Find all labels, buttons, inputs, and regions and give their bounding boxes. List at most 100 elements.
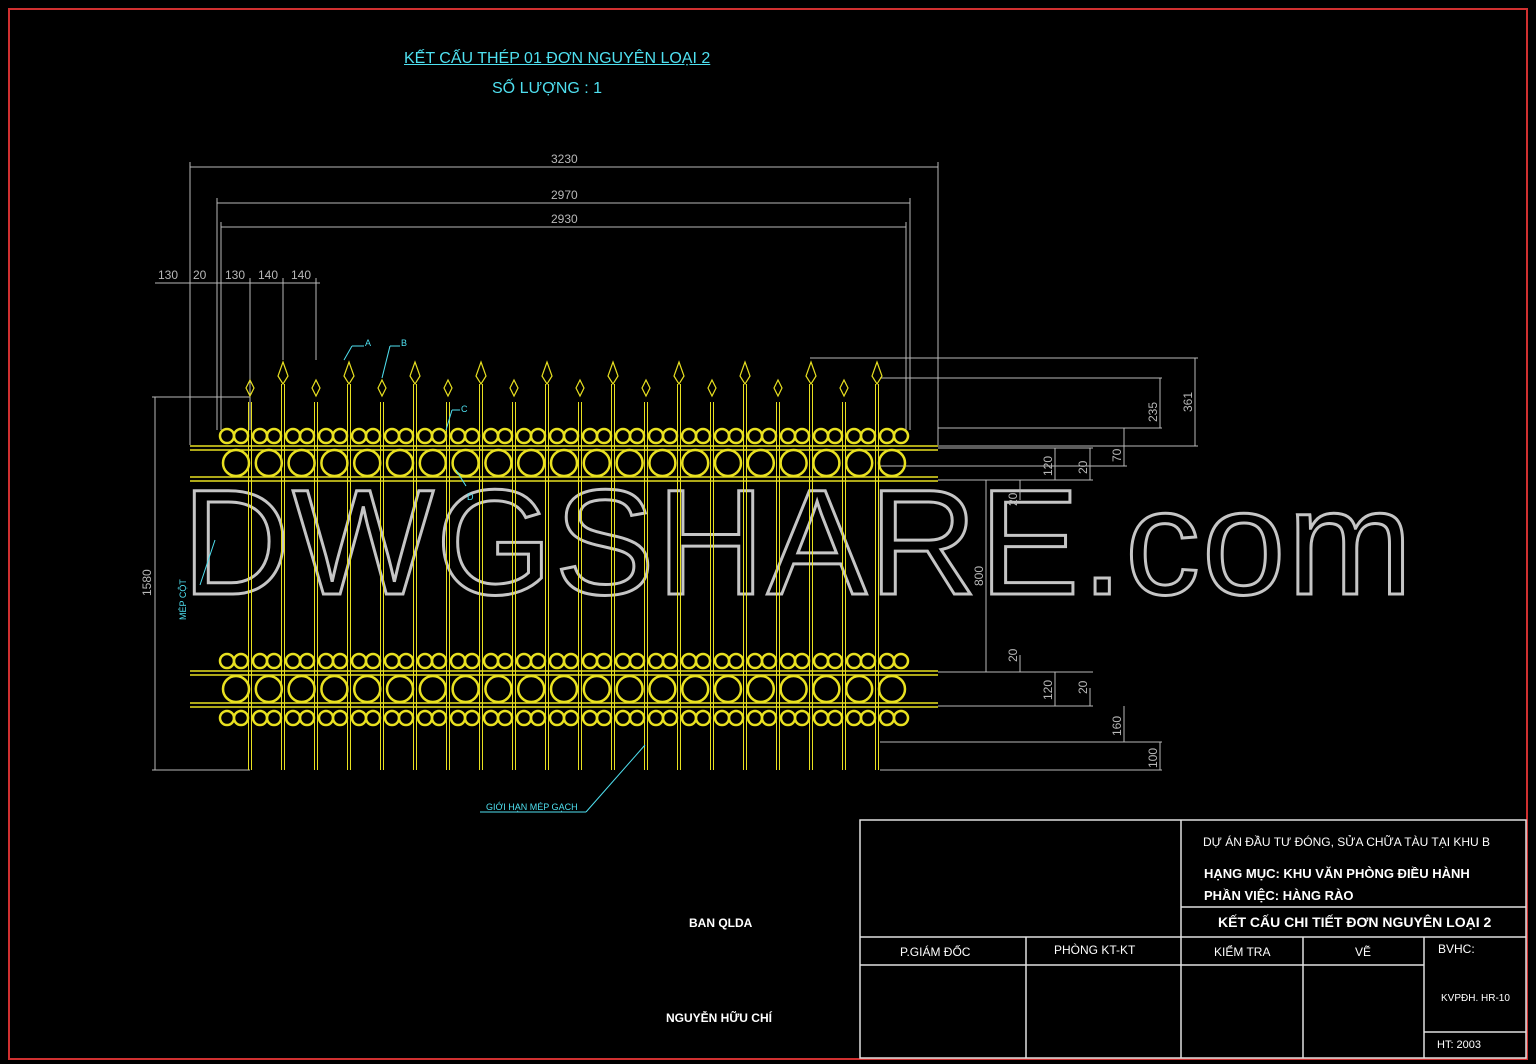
spear-finial	[739, 360, 751, 386]
tb-code: KVPĐH. HR-10	[1441, 993, 1510, 1004]
right-dimension-text: 361 235 70 20 120 20 800 20 120 20 160 1…	[140, 392, 1195, 768]
scroll-ornament	[449, 652, 467, 670]
scroll-ornament	[364, 427, 382, 445]
tb-ht: HT: 2003	[1437, 1039, 1482, 1051]
scroll-ornament	[727, 427, 745, 445]
dim-2970: 2970	[551, 188, 578, 202]
scroll-ornament	[859, 427, 877, 445]
dim-140a: 140	[258, 268, 278, 282]
signature-name: NGUYỄN HỮU CHÍ	[666, 1011, 772, 1025]
scroll-ornament	[727, 709, 745, 727]
ring-ornament	[582, 674, 612, 704]
tb-sheet-title: KẾT CẤU CHI TIẾT ĐƠN NGUYÊN LOẠI 2	[1218, 914, 1492, 930]
scroll-ornament	[529, 427, 547, 445]
ring-ornament	[582, 448, 612, 478]
scroll-ornament	[284, 709, 302, 727]
dim-235: 235	[1146, 402, 1160, 422]
ball-finial	[509, 378, 519, 398]
scroll-ornament	[265, 652, 283, 670]
scroll-ornament	[430, 652, 448, 670]
scroll-ornament	[793, 427, 811, 445]
scroll-ornament	[515, 427, 533, 445]
scroll-ornament	[251, 652, 269, 670]
scroll-ornament	[746, 652, 764, 670]
scroll-ornament	[482, 709, 500, 727]
dim-100: 100	[1146, 748, 1160, 768]
scroll-ornament	[548, 709, 566, 727]
scroll-ornament	[284, 427, 302, 445]
scroll-ornament	[595, 652, 613, 670]
dim-20c: 20	[1006, 648, 1020, 662]
scroll-ornament	[331, 427, 349, 445]
scroll-ornament	[713, 427, 731, 445]
scroll-ornament	[430, 427, 448, 445]
scroll-ornament	[760, 652, 778, 670]
ring-ornament	[221, 674, 251, 704]
ring-ornament	[713, 448, 743, 478]
scroll-ornament	[284, 652, 302, 670]
scroll-ornament	[647, 427, 665, 445]
scroll-ornament	[713, 652, 731, 670]
ring-ornament	[615, 448, 644, 478]
scroll-ornament	[331, 709, 349, 727]
callouts: A B C D MÉP CỘT GIỚI HẠN MÉP GẠCH	[178, 338, 646, 813]
scroll-ornament	[793, 709, 811, 727]
ring-ornament	[254, 674, 284, 704]
ring-ornament	[418, 448, 448, 478]
spear-finial	[673, 360, 685, 386]
scroll-ornament	[647, 709, 665, 727]
scroll-ornament	[694, 427, 712, 445]
scroll-ornament	[661, 427, 679, 445]
tb-col-kiemtra: KIỂM TRA	[1214, 945, 1271, 959]
ball-finial	[641, 378, 651, 398]
scroll-ornament	[892, 427, 910, 445]
scroll-ornament	[727, 652, 745, 670]
scroll-ornament	[331, 652, 349, 670]
scroll-ornament	[482, 427, 500, 445]
scroll-ornament	[680, 652, 698, 670]
right-dimensions	[152, 357, 1198, 771]
ring-ornament	[844, 448, 874, 478]
scroll-ornament	[694, 652, 712, 670]
scroll-ornament	[496, 709, 514, 727]
ring-ornament	[812, 674, 841, 704]
scroll-ornament	[581, 709, 599, 727]
scroll-ornament	[845, 709, 863, 727]
scroll-ornament	[482, 652, 500, 670]
spear-finial	[607, 360, 619, 386]
ring-ornament	[484, 674, 513, 704]
signature-ban-qlda: BAN QLDA	[689, 916, 753, 930]
callout-c: C	[461, 404, 468, 414]
ring-ornament	[352, 674, 382, 704]
ring-ornament	[451, 674, 480, 704]
scroll-ornament	[317, 427, 335, 445]
tb-bvhc: BVHC:	[1438, 942, 1475, 956]
scroll-ornament	[383, 427, 401, 445]
spear-finial	[541, 360, 553, 386]
scroll-ornament	[364, 652, 382, 670]
scroll-ornament	[614, 652, 632, 670]
ring-ornament	[221, 448, 251, 478]
label-mep-cot: MÉP CỘT	[178, 579, 188, 620]
scroll-ornament	[878, 427, 896, 445]
dim-20: 20	[193, 268, 207, 282]
scroll-ornament	[515, 652, 533, 670]
scroll-ornament	[713, 709, 731, 727]
scroll-ornament	[232, 652, 250, 670]
scroll-ornament	[496, 427, 514, 445]
ring-ornament	[451, 448, 480, 478]
scroll-ornament	[845, 427, 863, 445]
scroll-ornament	[812, 709, 830, 727]
ring-ornament	[680, 674, 710, 704]
tb-col-pgd: P.GIÁM ĐỐC	[900, 945, 971, 959]
scroll-ornament	[614, 427, 632, 445]
scroll-ornament	[317, 652, 335, 670]
scroll-ornament	[661, 652, 679, 670]
scroll-ornament	[628, 652, 646, 670]
scroll-ornament	[812, 427, 830, 445]
scroll-ornament	[218, 427, 236, 445]
dim-20d: 20	[1076, 680, 1090, 694]
scroll-ornament	[364, 709, 382, 727]
scroll-ornament	[548, 652, 566, 670]
ball-finial	[773, 378, 783, 398]
